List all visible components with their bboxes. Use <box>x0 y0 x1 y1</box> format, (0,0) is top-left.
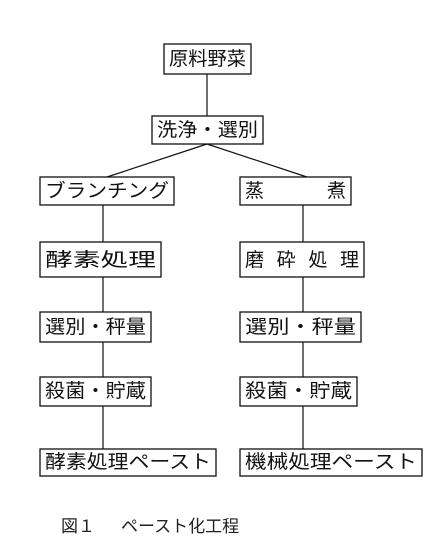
node-right-sterilize-store: 殺菌・貯蔵 <box>239 376 358 407</box>
node-right-sterilize-store-label: 殺菌・貯蔵 <box>245 380 352 402</box>
node-grinding: 磨砕処理 <box>239 241 365 278</box>
node-left-sterilize-store: 殺菌・貯蔵 <box>39 376 152 407</box>
node-mechanical-paste-product-label: 機械処理ペースト <box>245 451 417 473</box>
node-right-select-weigh-label: 選別・秤量 <box>245 316 356 338</box>
figure-title: ペースト化工程 <box>121 517 240 537</box>
node-wash-select-label: 洗浄・選別 <box>157 119 258 141</box>
flow-connectors <box>102 74 308 449</box>
figure-caption: 図１ ペースト化工程 <box>61 512 239 537</box>
node-enzyme-treatment-label: 酵素処理 <box>45 249 156 271</box>
node-raw-vegetables-label: 原料野菜 <box>169 48 246 70</box>
node-right-select-weigh: 選別・秤量 <box>239 311 362 343</box>
node-left-select-weigh: 選別・秤量 <box>39 311 152 343</box>
connector-wash-to-left-branch <box>106 143 208 178</box>
node-blanching-label: ブランチング <box>45 179 169 202</box>
node-wash-select: 洗浄・選別 <box>151 115 264 145</box>
node-enzyme-paste-product: 酵素処理ペースト <box>39 448 217 477</box>
process-flow-diagram: 原料野菜 洗浄・選別 ブランチング 酵素処理 選別・秤量 殺菌・貯蔵 酵素処理ペ… <box>39 43 423 477</box>
node-left-sterilize-store-label: 殺菌・貯蔵 <box>45 380 146 402</box>
node-boiling: 蒸煮 <box>239 176 352 206</box>
node-enzyme-paste-product-label: 酵素処理ペースト <box>45 451 211 473</box>
node-left-select-weigh-label: 選別・秤量 <box>45 316 146 338</box>
node-enzyme-treatment: 酵素処理 <box>39 241 162 278</box>
node-raw-vegetables: 原料野菜 <box>163 43 252 75</box>
node-blanching: ブランチング <box>39 176 175 206</box>
connector-wash-to-right-branch <box>206 143 308 178</box>
figure-number: 図１ <box>61 517 95 537</box>
node-mechanical-paste-product: 機械処理ペースト <box>239 448 423 477</box>
